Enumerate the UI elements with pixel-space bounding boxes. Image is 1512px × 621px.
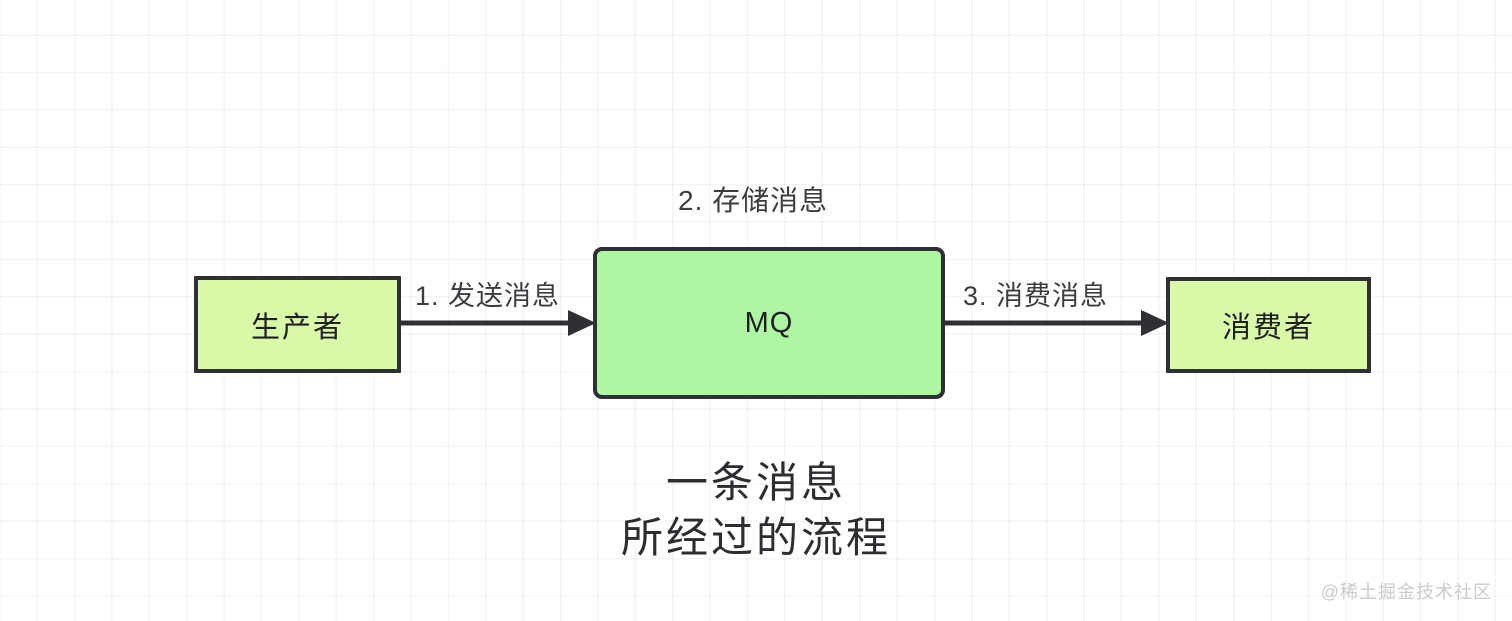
node-consumer-label: 消费者 [1221, 312, 1315, 344]
watermark: @稀土掘金技术社区 [1320, 582, 1492, 602]
edge-label-consume-message: 3. 消费消息 [963, 281, 1109, 311]
node-mq-label: MQ [744, 306, 794, 339]
caption-line-1: 一条消息 [665, 459, 846, 506]
node-consumer[interactable]: 消费者 [1166, 277, 1371, 373]
node-mq[interactable]: MQ [593, 247, 945, 399]
node-producer[interactable]: 生产者 [194, 276, 401, 373]
arrow-send-message [400, 308, 596, 338]
caption-line-2: 所经过的流程 [620, 514, 891, 562]
diagram-caption: 一条消息 所经过的流程 [0, 455, 1512, 566]
arrow-consume-message [944, 308, 1169, 338]
node-producer-label: 生产者 [250, 311, 344, 344]
edge-label-send-message: 1. 发送消息 [415, 281, 561, 311]
edge-label-store-message: 2. 存储消息 [678, 185, 829, 216]
